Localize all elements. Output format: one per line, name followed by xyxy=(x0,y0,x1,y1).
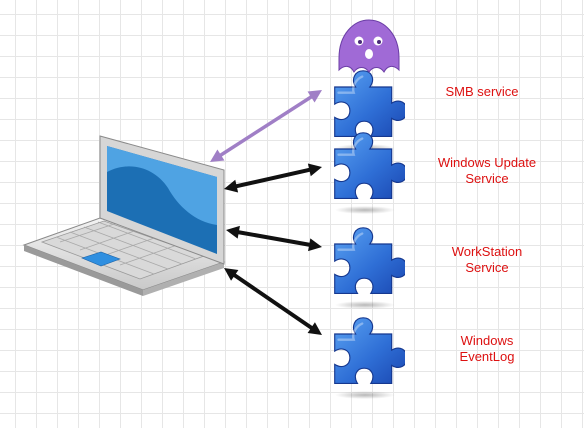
service-label: SMB service xyxy=(445,84,519,99)
connection-arrow xyxy=(224,268,322,335)
service-label: WorkStation Service xyxy=(451,244,523,275)
laptop-touchpad xyxy=(81,251,121,267)
ghost-body xyxy=(338,19,400,73)
connection-arrow xyxy=(224,163,322,193)
ghost-icon xyxy=(338,19,400,73)
service-label: Windows EventLog xyxy=(459,333,515,364)
laptop-base-front xyxy=(24,245,143,296)
puzzle-piece-icon xyxy=(333,131,405,214)
laptop-screen-wave xyxy=(107,146,217,225)
ghost-pupil-left xyxy=(358,40,362,44)
puzzle-piece-icon xyxy=(333,226,405,309)
connection-arrow xyxy=(210,90,322,162)
ghost-pupil-right xyxy=(377,40,381,44)
connection-arrow xyxy=(226,225,322,252)
laptop-base-side xyxy=(143,262,224,296)
laptop-icon xyxy=(22,135,226,296)
service-label: Windows Update Service xyxy=(437,155,537,186)
ghost-mouth xyxy=(365,49,373,59)
puzzle-piece-icon xyxy=(333,316,405,399)
